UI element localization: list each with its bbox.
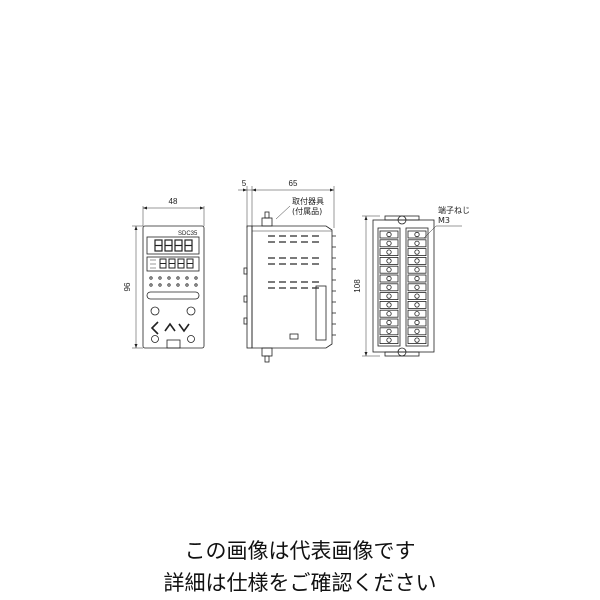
terminal-screw-head xyxy=(386,302,392,308)
terminal-screw xyxy=(407,256,427,265)
terminal-screw-head xyxy=(386,293,392,299)
terminal-screw xyxy=(407,248,427,257)
terminal-screw xyxy=(407,309,427,318)
terminal-screw-head xyxy=(386,337,392,343)
terminal-screw-head xyxy=(386,319,392,326)
terminal-screw-head xyxy=(414,293,420,299)
bracket-label: 取付器具 xyxy=(292,196,324,206)
terminal-screw-head xyxy=(386,275,392,282)
terminal-screw-head xyxy=(414,328,420,334)
terminal-screw xyxy=(379,292,399,301)
terminal-screw xyxy=(407,300,427,309)
rear-view: 108 端子ねじ M3 xyxy=(353,205,470,357)
terminal-screw-head xyxy=(414,337,420,343)
pv-display xyxy=(146,236,200,255)
terminal-screw xyxy=(407,327,427,336)
side-terminal-pins xyxy=(332,235,336,336)
terminal-screw xyxy=(407,336,427,345)
front-depth-label: 5 xyxy=(242,179,247,188)
caption-line-1: この画像は代表画像です xyxy=(184,539,416,563)
terminal-screw xyxy=(379,265,399,274)
terminal-screw-head xyxy=(386,311,392,317)
terminal-screw-head xyxy=(386,249,392,255)
terminal-screw xyxy=(379,300,399,309)
terminal-screw-head xyxy=(414,275,420,282)
terminal-screw-head xyxy=(386,240,392,246)
terminal-screw-size: M3 xyxy=(438,216,450,225)
sv-display xyxy=(146,256,200,272)
terminal-screw-head xyxy=(386,231,392,238)
terminal-block-left xyxy=(377,227,401,347)
terminal-screw xyxy=(407,274,427,283)
terminal-screw xyxy=(379,274,399,283)
side-view: 5 65 取付器具 (付属品) xyxy=(238,179,336,363)
terminal-screw-head xyxy=(386,258,392,264)
mounting-bracket xyxy=(261,211,273,363)
terminal-screw xyxy=(379,256,399,265)
front-view: 48 96 SDC35 xyxy=(123,197,205,349)
vent-slots xyxy=(268,235,319,289)
terminal-screw-head xyxy=(414,240,420,246)
terminal-screw xyxy=(407,230,427,239)
terminal-screw-head xyxy=(386,328,392,334)
rear-height-label: 108 xyxy=(353,279,362,293)
terminal-screw xyxy=(407,265,427,274)
front-width-label: 48 xyxy=(169,197,178,206)
terminal-screw xyxy=(379,327,399,336)
terminal-screw-head xyxy=(414,311,420,317)
terminal-screw-head xyxy=(414,258,420,264)
terminal-screw xyxy=(379,230,399,239)
terminal-screw xyxy=(379,239,399,248)
terminal-screw-head xyxy=(414,302,420,308)
model-label: SDC35 xyxy=(178,231,198,237)
indicator-leds xyxy=(149,276,198,287)
terminal-screw-head xyxy=(414,267,420,273)
terminal-screw xyxy=(407,318,427,327)
terminal-screw-head xyxy=(386,284,392,290)
terminal-screw xyxy=(407,239,427,248)
terminal-screw-head xyxy=(386,267,392,273)
terminal-screw xyxy=(379,336,399,345)
terminal-screw xyxy=(407,283,427,292)
caption-line-2: 詳細は仕様をご確認ください xyxy=(163,571,437,595)
terminal-screw xyxy=(379,309,399,318)
front-keys xyxy=(150,306,196,349)
terminal-screw xyxy=(379,318,399,327)
terminal-screw xyxy=(379,283,399,292)
front-height-label: 96 xyxy=(123,282,132,291)
terminal-block-right xyxy=(405,227,429,347)
terminal-screw-label: 端子ねじ xyxy=(438,205,470,215)
terminal-screw-head xyxy=(414,231,420,238)
depth-label: 65 xyxy=(289,179,298,188)
terminal-screw xyxy=(407,292,427,301)
bracket-label-sub: (付属品) xyxy=(292,206,322,216)
terminal-screw-head xyxy=(414,319,420,326)
terminal-screw-head xyxy=(414,249,420,255)
terminal-screw xyxy=(379,248,399,257)
terminal-screw-head xyxy=(414,284,420,290)
